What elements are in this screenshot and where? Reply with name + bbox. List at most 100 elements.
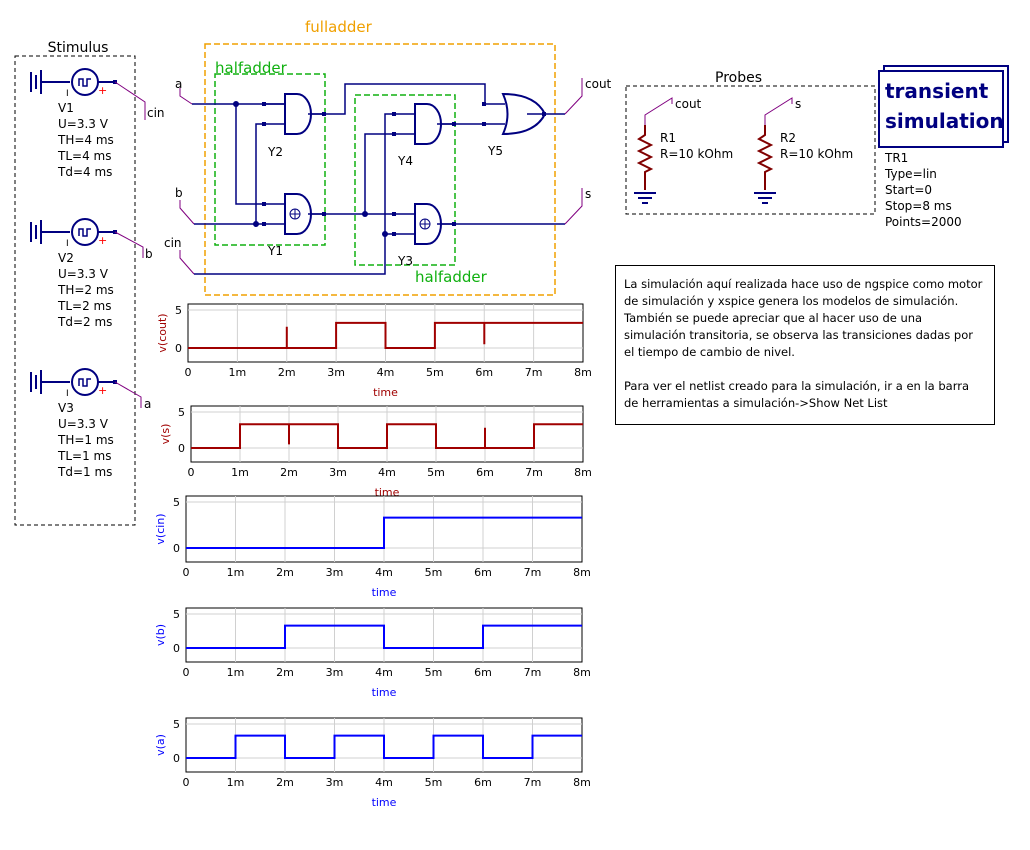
svg-text:I: I: [66, 389, 69, 399]
x-tick-label: 6m: [476, 466, 494, 479]
transient-simulation-title[interactable]: transient simulation: [885, 79, 1004, 133]
and-gate-y2[interactable]: Y2: [267, 93, 322, 159]
svg-text:s: s: [585, 187, 591, 201]
svg-text:Td=2 ms: Td=2 ms: [57, 315, 112, 329]
x-tick-label: 3m: [329, 466, 347, 479]
x-tick-label: 7m: [524, 666, 542, 679]
y-tick-label: 5: [173, 718, 180, 731]
svg-text:Y3: Y3: [397, 254, 413, 268]
note-paragraph-2: Para ver el netlist creado para la simul…: [624, 379, 970, 410]
y-axis-label: v(b): [154, 624, 167, 646]
svg-text:TL=1 ms: TL=1 ms: [57, 449, 111, 463]
x-tick-label: 4m: [375, 566, 393, 579]
x-tick-label: 6m: [474, 776, 492, 789]
x-tick-label: 5m: [427, 466, 445, 479]
or-gate-y5[interactable]: Y5: [487, 92, 547, 158]
x-tick-label: 4m: [375, 776, 393, 789]
series-line-v(b): [186, 624, 582, 649]
net-label-cin-source: cin: [147, 106, 165, 120]
fulladder-wires: [192, 83, 565, 275]
x-tick-label: 1m: [227, 776, 245, 789]
input-b[interactable]: b: [175, 186, 195, 225]
y-tick-label: 5: [173, 608, 180, 621]
x-tick-label: 7m: [524, 566, 542, 579]
x-tick-label: 0: [188, 466, 195, 479]
svg-text:TL=2 ms: TL=2 ms: [57, 299, 111, 313]
x-tick-label: 0: [183, 776, 190, 789]
xor-gate-y1[interactable]: Y1: [267, 193, 322, 258]
x-tick-label: 3m: [326, 566, 344, 579]
x-tick-label: 6m: [474, 666, 492, 679]
svg-text:V3: V3: [58, 401, 74, 415]
halfadder-label-1: halfadder: [215, 59, 288, 77]
svg-text:TH=2 ms: TH=2 ms: [57, 283, 114, 297]
y-axis-label: v(cin): [154, 513, 167, 544]
svg-text:+: +: [98, 384, 107, 397]
y-tick-label: 0: [175, 342, 182, 355]
y-tick-label: 5: [173, 496, 180, 509]
probe-r2[interactable]: s R2 R=10 kOhm: [754, 97, 853, 204]
net-label-a-source: a: [144, 397, 151, 411]
svg-text:I: I: [66, 89, 69, 99]
stimulus-title: Stimulus: [48, 40, 109, 56]
charts-group: 0 1m 2m 3m 4m 5m 6m 7m 8m 0 5 v(cout) time 0 1m 2m 3m 4m 5…: [154, 303, 592, 809]
svg-text:Y4: Y4: [397, 154, 413, 168]
y-tick-label: 0: [178, 442, 185, 455]
source-v1[interactable]: I + cin: [30, 68, 165, 120]
stimulus-box: [14, 55, 136, 526]
probes-box: [625, 85, 876, 215]
svg-text:Y5: Y5: [487, 144, 503, 158]
x-tick-label: 8m: [573, 776, 591, 789]
x-tick-label: 1m: [227, 566, 245, 579]
output-s[interactable]: s: [564, 187, 591, 225]
svg-text:a: a: [175, 77, 182, 91]
y-axis-label: v(cout): [156, 313, 169, 352]
x-tick-label: 2m: [276, 776, 294, 789]
transient-simulation-box[interactable]: [878, 70, 1004, 148]
y-tick-label: 5: [175, 304, 182, 317]
x-tick-label: 2m: [276, 666, 294, 679]
input-a[interactable]: a: [175, 77, 193, 105]
x-axis-label: time: [372, 686, 397, 699]
x-tick-label: 7m: [525, 366, 543, 379]
x-axis-label: time: [375, 486, 400, 499]
x-axis-label: time: [373, 386, 398, 399]
x-tick-label: 8m: [573, 566, 591, 579]
svg-text:U=3.3 V: U=3.3 V: [58, 417, 109, 431]
svg-text:Y2: Y2: [267, 145, 283, 159]
probes-title: Probes: [715, 70, 762, 86]
x-tick-label: 6m: [475, 366, 493, 379]
x-tick-label: 4m: [377, 366, 395, 379]
source-v2[interactable]: I + b: [30, 218, 153, 261]
halfadder-label-2: halfadder: [415, 268, 488, 286]
input-cin[interactable]: cin: [164, 236, 195, 275]
x-tick-label: 1m: [229, 366, 247, 379]
x-tick-label: 4m: [375, 666, 393, 679]
y-tick-label: 0: [173, 642, 180, 655]
output-cout[interactable]: cout: [564, 77, 612, 115]
pulse-source-icon: [71, 368, 99, 396]
x-tick-label: 0: [183, 566, 190, 579]
svg-text:cout: cout: [585, 77, 612, 91]
svg-text:V2: V2: [58, 251, 74, 265]
svg-text:s: s: [795, 97, 801, 111]
description-note[interactable]: La simulación aquí realizada hace uso de…: [615, 265, 995, 425]
y-tick-label: 5: [178, 406, 185, 419]
and-gate-y4[interactable]: Y4: [397, 103, 452, 168]
probe-r1[interactable]: cout R1 R=10 kOhm: [634, 97, 733, 204]
xor-gate-y3[interactable]: Y3: [397, 203, 452, 268]
fulladder-label: fulladder: [305, 18, 373, 36]
x-tick-label: 4m: [378, 466, 396, 479]
source-v1-label: V1 U=3.3 V TH=4 ms TL=4 ms Td=4 ms: [57, 101, 114, 179]
x-tick-label: 8m: [573, 666, 591, 679]
source-v3[interactable]: I + a: [30, 368, 151, 411]
x-axis-label: time: [372, 586, 397, 599]
pulse-source-icon: [71, 68, 99, 96]
source-v3-label: V3 U=3.3 V TH=1 ms TL=1 ms Td=1 ms: [57, 401, 114, 479]
